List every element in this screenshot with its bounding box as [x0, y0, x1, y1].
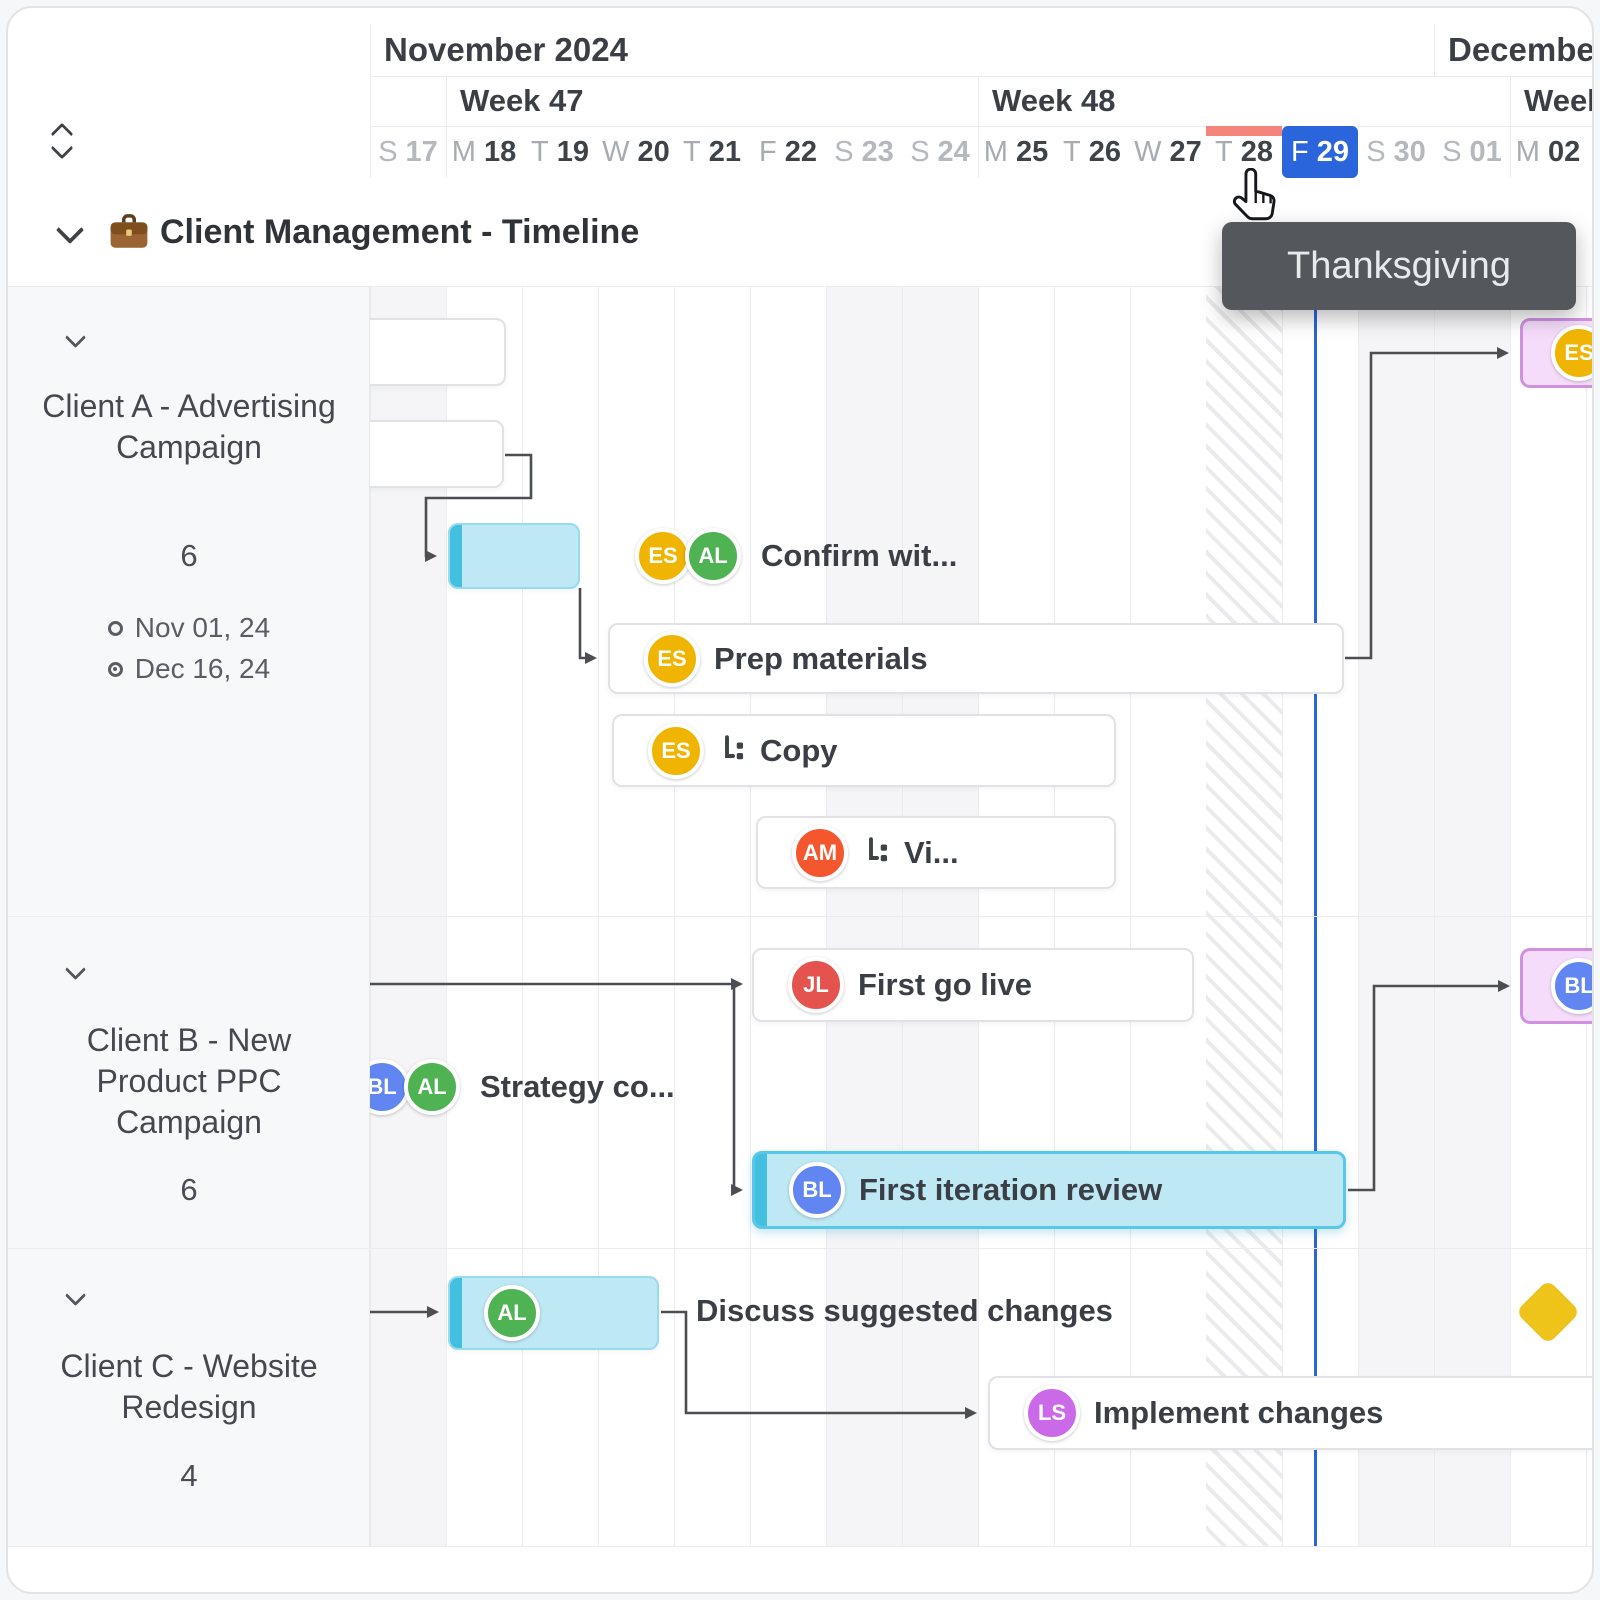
task-bar-implement-changes[interactable]: LS Implement changes — [988, 1376, 1594, 1450]
day-cell-24[interactable]: S24 — [902, 126, 978, 178]
chevron-down-icon[interactable] — [65, 1285, 86, 1306]
day-cell-26[interactable]: T26 — [1054, 126, 1130, 178]
section-title: Client A - Advertising Campaign — [39, 386, 339, 468]
task-bar-confirm[interactable] — [448, 523, 580, 589]
day-cell-25[interactable]: M25 — [978, 126, 1054, 178]
task-bar-offscreen-right-1[interactable]: ES — [1520, 318, 1594, 388]
task-assignees-confirm: ES AL Confirm wit... — [635, 528, 957, 584]
day-cell-30[interactable]: S30 — [1358, 126, 1434, 178]
subtask-icon — [864, 837, 890, 869]
subtask-icon — [720, 735, 746, 767]
avatar-jl[interactable]: JL — [788, 957, 844, 1013]
section-task-count: 6 — [39, 538, 339, 574]
gantt-app-window: November 2024 December Week 47 Week 48 W… — [6, 6, 1594, 1594]
task-bar-copy[interactable]: ES Copy — [612, 714, 1116, 787]
task-label-video: Vi... — [904, 835, 959, 871]
week-header-47: Week 47 — [446, 76, 978, 126]
day-cell-20[interactable]: W20 — [598, 126, 674, 178]
avatar-es[interactable]: ES — [644, 631, 700, 687]
day-cell-21[interactable]: T21 — [674, 126, 750, 178]
holiday-tooltip: Thanksgiving — [1222, 222, 1576, 310]
avatar-ls[interactable]: LS — [1024, 1385, 1080, 1441]
section-title: Client C - Website Redesign — [39, 1346, 339, 1428]
avatar-am[interactable]: AM — [792, 825, 848, 881]
avatar-es[interactable]: ES — [635, 528, 691, 584]
avatar-bl[interactable]: BL — [1551, 958, 1594, 1014]
task-label-strategy: Strategy co... — [480, 1069, 675, 1105]
holiday-column-hatch — [1206, 178, 1282, 1546]
day-cell-01[interactable]: S01 — [1434, 126, 1510, 178]
month-header-december: December — [1434, 24, 1594, 76]
section-end-date: Dec 16, 24 — [39, 653, 339, 685]
task-bar-prep-materials[interactable]: ES Prep materials — [608, 623, 1344, 694]
day-cell-18[interactable]: M18 — [446, 126, 522, 178]
week-header-49: Week 49 — [1510, 76, 1594, 126]
chevron-down-icon[interactable] — [65, 959, 86, 980]
chevron-down-icon[interactable] — [56, 216, 84, 244]
briefcase-icon — [108, 212, 150, 257]
task-label-implement: Implement changes — [1094, 1395, 1383, 1431]
section-task-count: 6 — [39, 1172, 339, 1208]
chevron-down-icon — [51, 137, 74, 160]
avatar-al[interactable]: AL — [685, 528, 741, 584]
task-bar-offscreen-right-2[interactable]: BL — [1520, 948, 1594, 1024]
day-cell-23[interactable]: S23 — [826, 126, 902, 178]
task-label-iteration: First iteration review — [859, 1172, 1162, 1208]
task-bar-discuss-changes[interactable]: AL — [448, 1276, 659, 1350]
avatar-al[interactable]: AL — [404, 1059, 460, 1115]
start-date-icon — [108, 621, 123, 636]
task-bar-first-go-live[interactable]: JL First go live — [752, 948, 1194, 1022]
task-assignees-strategy: BL AL Strategy co... — [354, 1059, 675, 1115]
day-cell-19[interactable]: T19 — [522, 126, 598, 178]
week-header-48: Week 48 — [978, 76, 1510, 126]
today-marker-line — [1314, 178, 1317, 1546]
task-label-discuss: Discuss suggested changes — [696, 1293, 1113, 1329]
task-bar-video[interactable]: AM Vi... — [756, 816, 1116, 889]
task-bar-first-iteration-review[interactable]: BL First iteration review — [752, 1151, 1346, 1229]
section-client-a[interactable]: Client A - Advertising Campaign 6 Nov 01… — [8, 286, 370, 916]
task-label-confirm: Confirm wit... — [761, 538, 957, 574]
task-label-prep: Prep materials — [714, 641, 928, 677]
section-client-c[interactable]: Client C - Website Redesign 4 — [8, 1248, 370, 1546]
milestone-diamond[interactable] — [1515, 1279, 1580, 1344]
avatar-al[interactable]: AL — [484, 1285, 540, 1341]
mouse-cursor-icon — [1226, 168, 1284, 235]
section-task-count: 4 — [39, 1458, 339, 1494]
section-start-date: Nov 01, 24 — [39, 612, 339, 644]
avatar-es[interactable]: ES — [648, 723, 704, 779]
holiday-marker[interactable] — [1206, 126, 1282, 136]
month-header-november: November 2024 — [370, 24, 1434, 76]
task-label-go-live: First go live — [858, 967, 1032, 1003]
end-date-icon — [108, 662, 123, 677]
day-cell-02[interactable]: M02 — [1510, 126, 1586, 178]
day-cell-17[interactable]: S17 — [370, 126, 446, 178]
day-cell-22[interactable]: F22 — [750, 126, 826, 178]
avatar-es[interactable]: ES — [1551, 325, 1594, 381]
chevron-down-icon[interactable] — [65, 327, 86, 348]
avatar-bl[interactable]: BL — [789, 1162, 845, 1218]
day-cell-29-today[interactable]: F29 — [1282, 126, 1358, 178]
day-cell-27[interactable]: W27 — [1130, 126, 1206, 178]
section-client-b[interactable]: Client B - New Product PPC Campaign 6 — [8, 916, 370, 1248]
collapse-all-icon[interactable] — [46, 118, 82, 164]
section-title: Client B - New Product PPC Campaign — [39, 1020, 339, 1143]
task-label-copy: Copy — [760, 733, 838, 769]
project-title: Client Management - Timeline — [160, 178, 639, 286]
